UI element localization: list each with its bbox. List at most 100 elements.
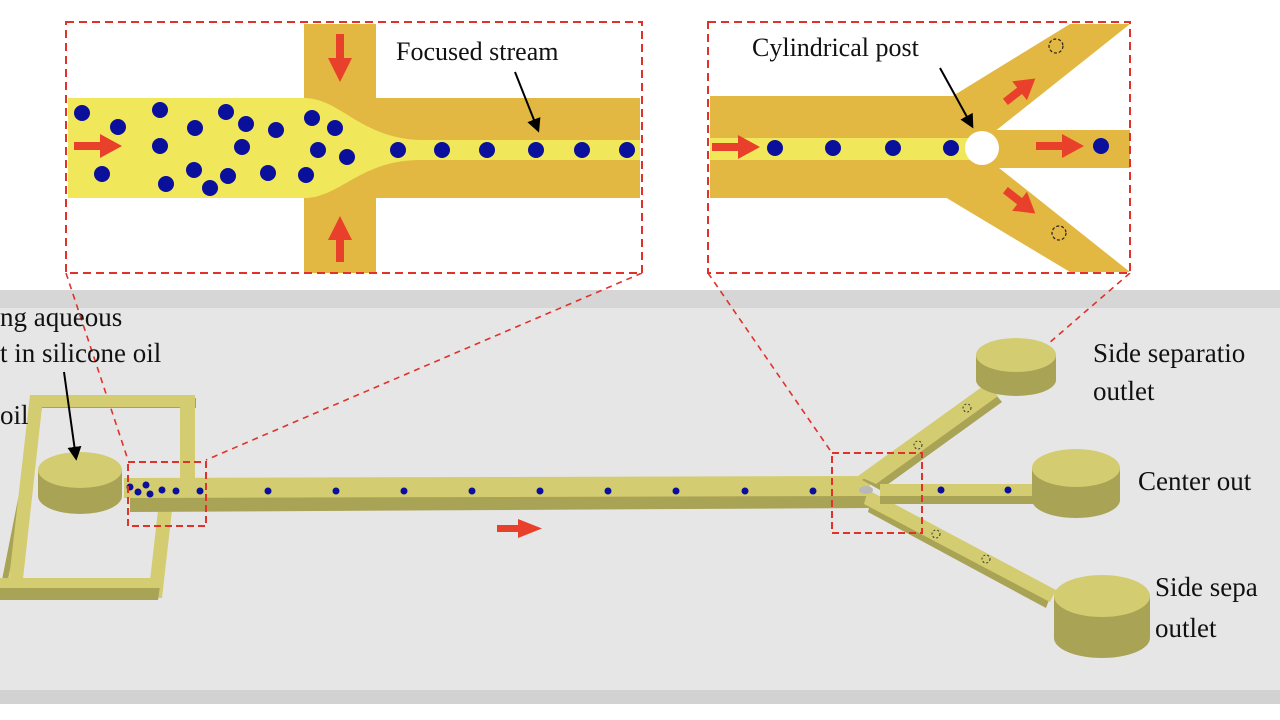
droplet [400,487,408,495]
droplet [74,105,90,121]
droplet [298,167,314,183]
chip-flow-arrow-icon [497,519,542,538]
droplet [152,102,168,118]
droplet [264,487,272,495]
bottom-side-outlet-reservoir [1054,575,1150,658]
droplet [809,487,817,495]
top-side-outlet-reservoir [976,338,1056,396]
droplet [234,139,250,155]
droplet [619,142,635,158]
droplet [146,490,154,498]
droplet [260,165,276,181]
dashed-circle-icon [1048,38,1064,54]
droplet [218,104,234,120]
droplet [187,120,203,136]
droplet [1004,486,1012,494]
inset-focusing: Focused stream [65,21,643,274]
droplet [825,140,841,156]
inset-droplets-unfocused [74,102,355,196]
inlet-pointer [63,371,82,461]
droplet [672,487,680,495]
dashed-circle-icon [1051,225,1067,241]
chip-labels: ng aqueous t in silicone oil oil Side se… [0,302,1258,643]
inset2-up-arrow-icon [1002,78,1036,106]
sheath-flow-up-arrow-icon [328,216,352,262]
droplet [528,142,544,158]
inset-separation-frame [707,21,1131,274]
droplet [220,168,236,184]
inset-separation: Cylindrical post [707,21,1131,274]
inset2-inlet-arrow-icon [712,135,760,159]
droplet [268,122,284,138]
bottom-side-outlet-label-line1: Side sepa [1155,572,1258,602]
bottom-branch-channel [864,490,1056,602]
inlet-reservoir [38,452,122,514]
droplet [574,142,590,158]
bottom-side-outlet-label-line2: outlet [1155,613,1217,643]
inset2-center-arrow-icon [1036,134,1084,158]
droplet [186,162,202,178]
top-side-outlet-label-line2: outlet [1093,376,1155,406]
top-side-outlet-label-line1: Side separatio [1093,338,1245,368]
droplet [172,487,180,495]
center-branch-channel [880,484,1040,496]
main-channel [124,476,870,498]
inset-bottom-branch [930,156,1130,272]
chip-empty-positions [913,403,991,564]
center-outlet-label: Center out [1138,466,1252,496]
chip-channels [0,338,1150,658]
inset2-empty-positions [1048,38,1067,241]
center-outlet-reservoir [1032,449,1120,518]
droplet [142,481,150,489]
chip-zoom-box-separation [831,452,923,534]
droplet [604,487,612,495]
droplet [390,142,406,158]
droplet [339,149,355,165]
cylindrical-post-label: Cylindrical post [752,33,920,62]
top-branch-channel [858,384,998,484]
droplet [134,488,142,496]
inset2-droplets [767,138,1109,156]
oil-inlet-label: oil [0,400,29,430]
droplet [885,140,901,156]
droplet [1093,138,1109,154]
droplet [196,487,204,495]
chip-droplets [126,481,1012,498]
droplet [479,142,495,158]
inlet-label-line2: t in silicone oil [0,338,161,368]
droplet [741,487,749,495]
droplet [158,486,166,494]
droplet [310,142,326,158]
cylindrical-post-icon [965,131,999,165]
droplet [152,138,168,154]
inlet-flow-arrow-icon [74,134,122,158]
inset-focusing-frame [65,21,643,274]
droplet [327,120,343,136]
inlet-label-line1: ng aqueous [0,302,122,332]
focused-stream-region [68,98,640,198]
droplet [434,142,450,158]
dashed-circle-icon [962,403,972,413]
cylindrical-post-pointer [939,67,974,129]
inset-droplets-focused [390,142,635,158]
droplet [937,486,945,494]
chip-zoom-box-focusing [127,461,207,527]
droplet [536,487,544,495]
sheath-flow-down-arrow-icon [328,34,352,82]
dashed-circle-icon [981,554,991,564]
chip-cylindrical-post [859,486,873,494]
droplet [238,116,254,132]
droplet [468,487,476,495]
droplet [943,140,959,156]
droplet [110,119,126,135]
droplet [332,487,340,495]
focused-stream-label: Focused stream [396,37,558,66]
droplet [94,166,110,182]
droplet [304,110,320,126]
inset2-down-arrow-icon [1002,186,1036,214]
dashed-circle-icon [913,440,923,450]
droplet [158,176,174,192]
droplet [202,180,218,196]
focused-stream-pointer [514,71,541,133]
